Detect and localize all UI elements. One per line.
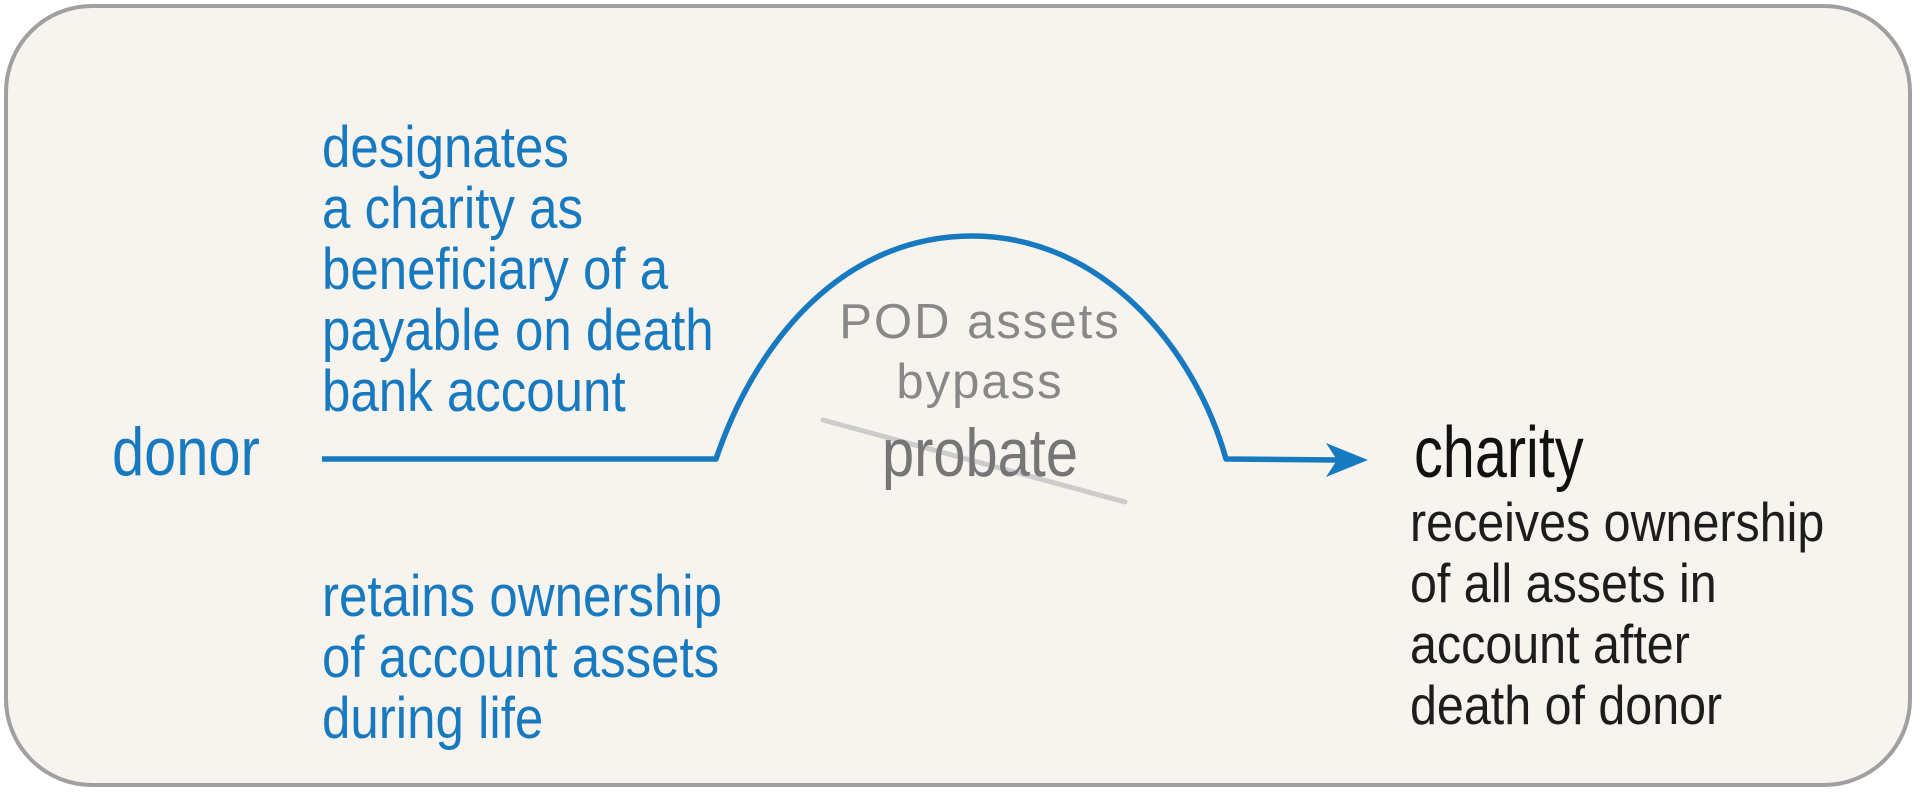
donor-to-charity-arrow-path	[322, 233, 1340, 463]
pod-assets-label: POD assets	[839, 295, 1121, 349]
donor-label: donor	[112, 414, 260, 490]
charity-label: charity	[1414, 413, 1584, 493]
diagram-card	[4, 4, 1912, 787]
donor-designation-note: designates a charity as beneficiary of a…	[322, 115, 714, 424]
bypass-label: bypass	[896, 355, 1064, 409]
charity-receives-note: receives ownership of all assets in acco…	[1410, 491, 1825, 736]
donor-retains-note: retains ownership of account assets duri…	[322, 564, 723, 751]
probate-label: probate	[881, 415, 1079, 491]
arrow-head-icon	[1326, 443, 1368, 477]
probate-strikethrough-line	[820, 417, 1128, 505]
